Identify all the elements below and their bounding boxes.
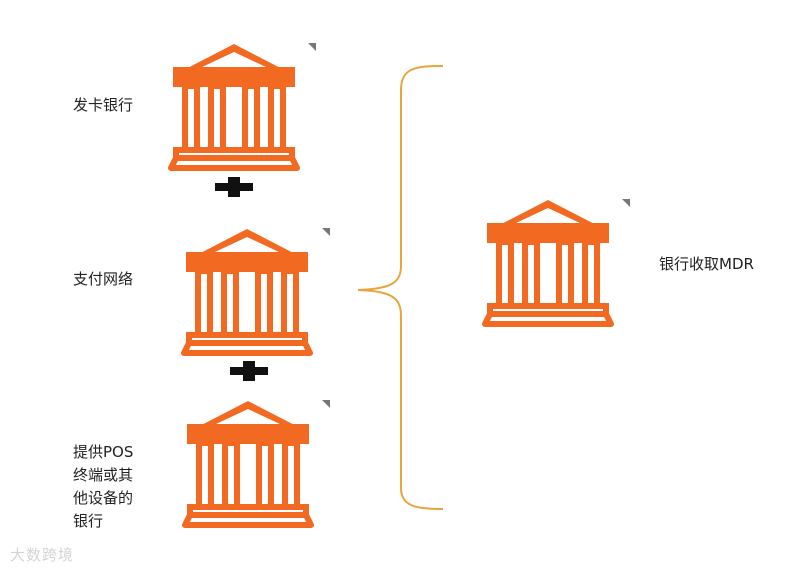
bank-icon-network [184, 229, 310, 353]
plus-icon [215, 177, 253, 197]
plus-icon [230, 361, 268, 381]
label-payment-network: 支付网络 [73, 270, 134, 288]
corner-marker-icon [322, 228, 330, 236]
label-issuer-bank: 发卡银行 [73, 96, 134, 114]
corner-marker-icon [308, 43, 316, 51]
watermark: 大数跨境 [10, 546, 75, 564]
bank-icon-issuer [171, 44, 297, 168]
label-mdr-bank: 银行收取MDR [659, 255, 754, 273]
corner-marker-icon [322, 400, 330, 408]
label-acquiring-bank: 提供POS 终端或其 他设备的 银行 [73, 443, 134, 530]
curly-brace [357, 65, 444, 510]
bank-icon-acquirer [185, 401, 311, 525]
corner-marker-icon [622, 199, 630, 207]
bank-icon-mdr [485, 200, 611, 324]
